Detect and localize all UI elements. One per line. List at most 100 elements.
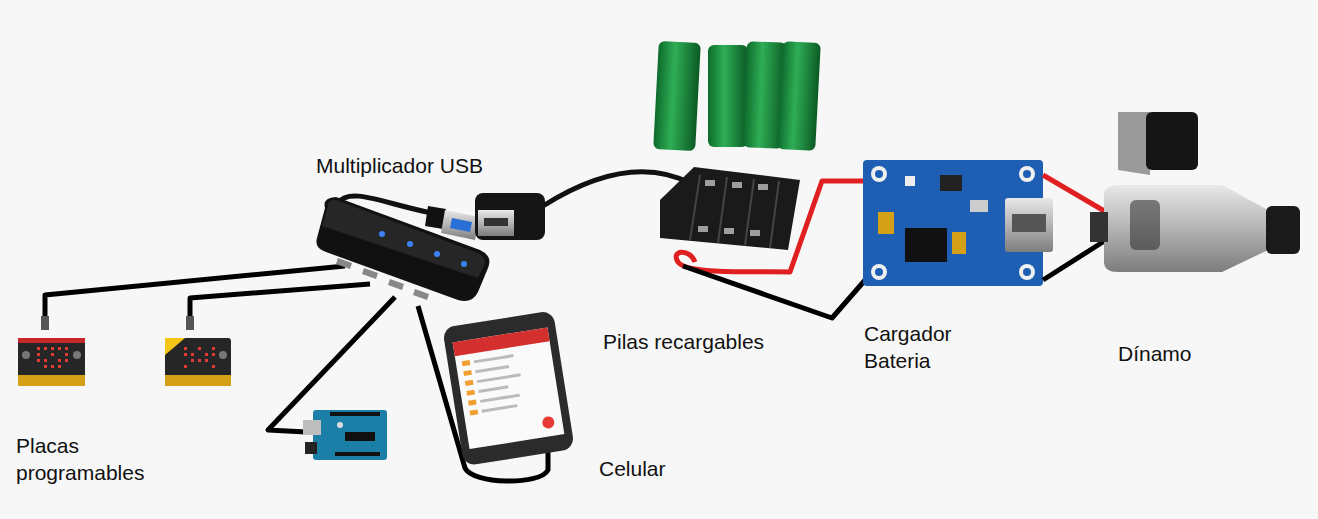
usb-hub	[322, 200, 485, 278]
component-label: Cargador Bateria	[864, 320, 964, 374]
usb-adapter	[475, 193, 545, 240]
battery-holder	[758, 184, 768, 190]
arduino-board	[303, 420, 321, 435]
usb-hub	[379, 231, 467, 267]
usb-plug	[186, 316, 194, 330]
battery-holder	[732, 182, 742, 188]
microbit-board	[37, 347, 68, 368]
microbit-board	[44, 365, 47, 368]
usb-hub	[434, 251, 440, 257]
component-label: Dínamo	[1118, 340, 1192, 367]
arduino-board	[330, 412, 380, 416]
dynamo	[1104, 185, 1268, 272]
charger-board	[905, 228, 947, 262]
microbit-board	[18, 375, 85, 386]
microbit-board	[198, 359, 201, 362]
microbit-board	[184, 347, 215, 368]
arduino-board	[303, 410, 387, 460]
red-wire	[1043, 175, 1106, 212]
microbit-board	[212, 365, 215, 368]
microbit-board	[37, 359, 40, 362]
component-label: Multiplicador USB	[316, 152, 483, 179]
phone	[465, 380, 474, 386]
phone	[463, 370, 472, 376]
phone	[478, 385, 508, 393]
phone	[442, 310, 575, 466]
phone	[453, 327, 550, 356]
microbit-board	[58, 359, 61, 362]
microbit-board	[212, 347, 215, 350]
microbit-board	[51, 353, 54, 356]
usb-hub	[388, 279, 404, 290]
arduino-board	[305, 442, 317, 454]
usb-adapter	[475, 193, 545, 240]
charger-board	[1005, 198, 1053, 252]
microbit-board	[165, 338, 185, 355]
microbit-board	[184, 365, 187, 368]
usb-plug	[441, 210, 479, 240]
charger-board	[878, 212, 894, 234]
microbit-board	[51, 347, 54, 350]
microbit-board	[65, 353, 68, 356]
usb-hub	[413, 289, 429, 300]
phone	[470, 409, 479, 415]
battery	[708, 45, 748, 147]
microbit-board	[205, 359, 208, 362]
phone	[468, 400, 477, 406]
microbit-board	[184, 353, 187, 356]
usb-hub	[461, 261, 467, 267]
battery-holder	[724, 228, 734, 234]
black-wire	[1043, 240, 1106, 280]
phone	[474, 354, 514, 363]
microbit-board	[205, 353, 208, 356]
component-label: Celular	[599, 455, 666, 482]
arduino-board	[337, 422, 343, 428]
battery-holder	[705, 180, 715, 186]
microbit-board	[22, 351, 30, 359]
usb-cable	[45, 266, 345, 318]
charger-board	[1019, 166, 1035, 182]
microbit-board	[191, 353, 194, 356]
phone	[442, 310, 575, 466]
usb-hub	[407, 241, 413, 247]
usb-plug	[41, 316, 194, 330]
dynamo	[1090, 212, 1108, 242]
red-wire	[676, 181, 866, 272]
microbit-board	[184, 347, 187, 350]
microbit-board	[51, 365, 54, 368]
phone	[462, 360, 471, 366]
microbit-board	[44, 347, 47, 350]
battery-holder	[698, 226, 708, 232]
microbit-board	[58, 365, 61, 368]
battery	[653, 41, 821, 151]
charger-board	[875, 268, 883, 276]
arduino-board	[313, 410, 387, 460]
charger-board	[1019, 264, 1035, 280]
usb-adapter	[484, 218, 508, 226]
phone	[475, 365, 509, 373]
battery-holder	[750, 230, 760, 236]
microbit-board	[37, 353, 40, 356]
dynamo	[1146, 112, 1198, 170]
microbit-board	[65, 359, 68, 362]
black-wire	[683, 266, 866, 318]
usb-plug	[450, 218, 472, 232]
microbit-board	[44, 359, 47, 362]
usb-hub	[316, 197, 489, 301]
microbit-board	[73, 351, 81, 359]
charger-board	[863, 160, 1053, 286]
phone	[480, 394, 520, 403]
charger-board	[952, 232, 966, 254]
charger-board	[905, 176, 915, 186]
microbit-board	[18, 338, 85, 343]
battery	[653, 41, 701, 151]
usb-hub	[362, 268, 378, 279]
phone	[482, 404, 518, 413]
battery-holder	[698, 180, 768, 236]
usb-hub	[336, 258, 429, 300]
usb-hub	[316, 197, 489, 301]
usb-hub	[379, 231, 385, 237]
dynamo	[1090, 112, 1300, 272]
usb-adapter	[478, 210, 514, 236]
